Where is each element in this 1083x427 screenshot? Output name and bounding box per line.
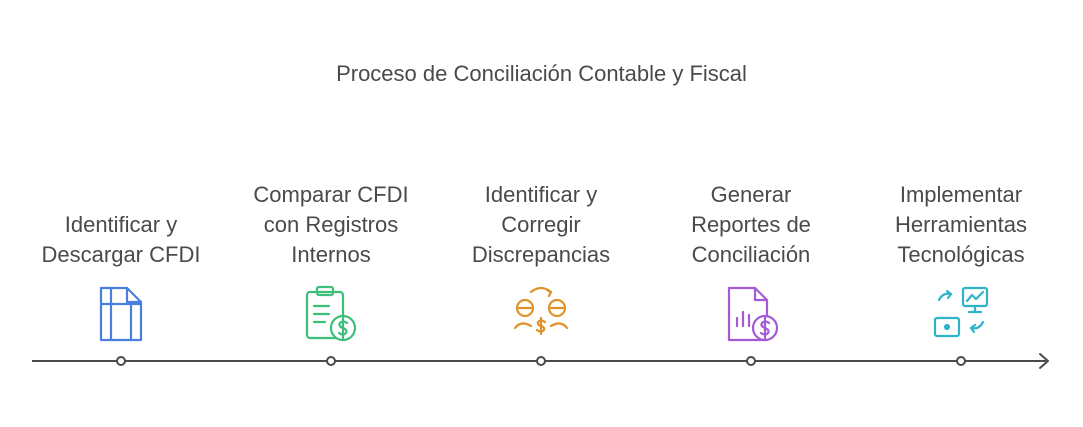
- step-2-label: Comparar CFDI con Registros Internos: [253, 182, 409, 267]
- document-columns-icon: [89, 282, 153, 346]
- step-1-label: Identificar y Descargar CFDI: [41, 212, 201, 267]
- step-2: Comparar CFDI con Registros Internos: [231, 180, 431, 346]
- timeline-marker-4: [746, 356, 756, 366]
- timeline-marker-3: [536, 356, 546, 366]
- step-3-label: Identificar y Corregir Discrepancias: [471, 182, 611, 267]
- tech-tools-icon: [929, 282, 993, 346]
- timeline-marker-1: [116, 356, 126, 366]
- clipboard-dollar-icon: [299, 282, 363, 346]
- step-3: Identificar y Corregir Discrepancias: [441, 180, 641, 346]
- timeline-marker-2: [326, 356, 336, 366]
- report-dollar-icon: [719, 282, 783, 346]
- diagram-title: Proceso de Conciliación Contable y Fisca…: [336, 61, 747, 86]
- timeline-arrowhead: [1039, 353, 1049, 369]
- step-5-label: Implementar Herramientas Tecnológicas: [894, 182, 1028, 267]
- coins-exchange-icon: [509, 282, 573, 346]
- step-4: Generar Reportes de Conciliación: [651, 180, 851, 346]
- step-1: Identificar y Descargar CFDI: [21, 180, 221, 346]
- timeline-marker-5: [956, 356, 966, 366]
- step-4-label: Generar Reportes de Conciliación: [691, 182, 811, 267]
- step-5: Implementar Herramientas Tecnológicas: [861, 180, 1061, 346]
